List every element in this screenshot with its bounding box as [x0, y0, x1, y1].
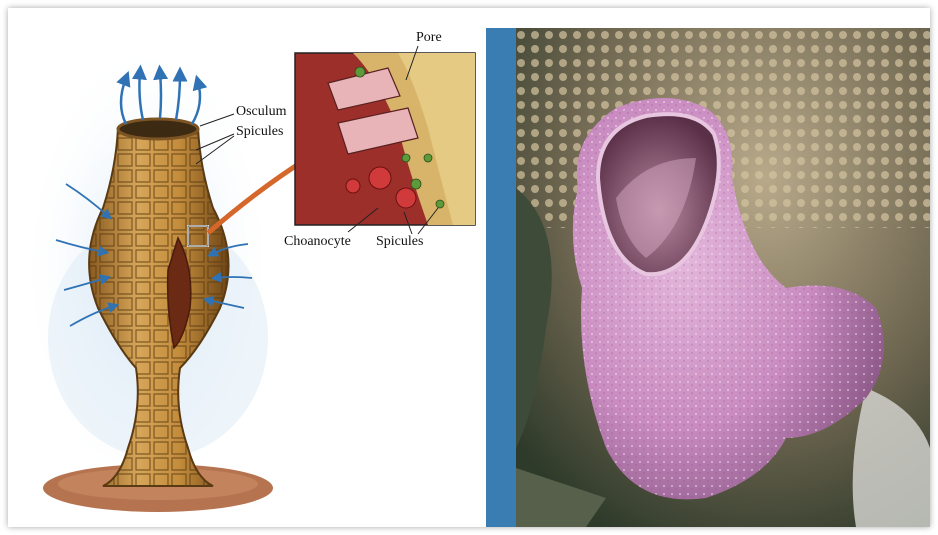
inset-detail	[295, 46, 475, 234]
sponge-illustration	[8, 8, 484, 527]
sponge-diagram: Osculum Spicules Pore Choanocyte Spicule…	[8, 8, 484, 527]
label-pore: Pore	[416, 30, 442, 46]
osculum	[118, 119, 198, 139]
photo-side-strip	[486, 28, 516, 527]
label-spicules-bottom: Spicules	[376, 234, 423, 250]
barrel-sponge-photo	[486, 28, 930, 527]
label-osculum: Osculum	[236, 104, 287, 120]
label-choanocyte: Choanocyte	[284, 234, 351, 250]
figure-frame: Osculum Spicules Pore Choanocyte Spicule…	[8, 8, 930, 527]
label-spicules-top: Spicules	[236, 124, 283, 140]
sponge-photo	[486, 28, 930, 527]
